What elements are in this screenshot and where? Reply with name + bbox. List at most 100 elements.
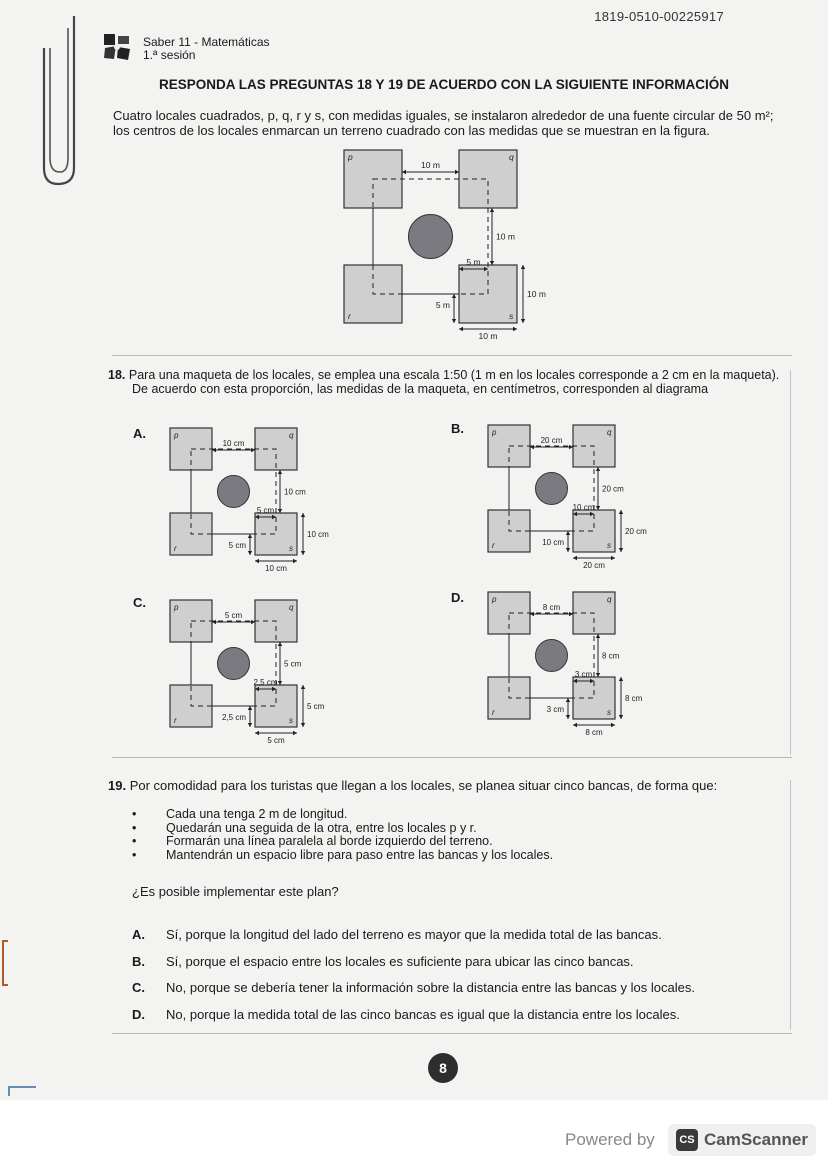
option-letter[interactable]: A.	[133, 426, 146, 441]
label-top: 5 cm	[225, 611, 243, 620]
document-id: 1819-0510-00225917	[594, 9, 724, 24]
option-letter[interactable]: C.	[133, 595, 146, 610]
arrow-head	[451, 294, 457, 298]
bracket-mark	[2, 940, 8, 986]
local-label: s	[289, 716, 293, 725]
option-letter: C.	[132, 980, 145, 996]
option-letter: B.	[132, 953, 145, 969]
fountain	[535, 472, 568, 505]
local-label: s	[607, 541, 611, 550]
label-gap-h: 3 cm	[575, 670, 593, 679]
local-label: s	[509, 311, 514, 321]
label-gap-h: 2,5 cm	[253, 678, 277, 687]
arrow-head	[569, 444, 573, 450]
label-gap-h: 10 cm	[573, 503, 595, 512]
option-text: Sí, porque la longitud del lado del terr…	[166, 927, 662, 942]
arrow-head	[573, 555, 577, 561]
option-letter[interactable]: D.	[451, 590, 464, 605]
arrow-head	[618, 677, 624, 681]
question-text: Para una maqueta de los locales, se empl…	[128, 368, 780, 382]
label-right-inner: 20 cm	[602, 485, 624, 494]
arrow-head	[489, 261, 495, 265]
label-top: 10 m	[421, 160, 440, 170]
divider	[112, 757, 792, 758]
label-gap-v: 3 cm	[547, 705, 565, 714]
arrow-head	[595, 506, 601, 510]
question-text: Por comodidad para los turistas que lleg…	[129, 778, 718, 793]
arrow-head	[255, 558, 259, 564]
divider	[112, 355, 792, 356]
arrow-head	[247, 551, 253, 555]
arrow-head	[255, 730, 259, 736]
local-label: p	[173, 603, 179, 612]
divider	[790, 780, 791, 1030]
arrow-head	[569, 611, 573, 617]
label-gap-v: 10 cm	[542, 538, 564, 547]
divider	[790, 370, 791, 755]
answer-option-c[interactable]: C. No, porque se debería tener la informa…	[132, 980, 695, 1007]
label-bottom: 8 cm	[585, 728, 603, 737]
arrow-head	[573, 678, 577, 684]
label-gap-v: 5 m	[436, 300, 450, 310]
option-text: Sí, porque el espacio entre los locales …	[166, 953, 634, 969]
answer-option-b[interactable]: B. Sí, porque el espacio entre los locale…	[132, 954, 695, 981]
local-label: q	[509, 152, 514, 162]
label-right-inner: 5 cm	[284, 660, 302, 669]
arrow-head	[272, 514, 276, 520]
label-gap-v: 5 cm	[229, 541, 247, 550]
arrow-head	[530, 611, 534, 617]
fountain	[408, 214, 453, 259]
fountain	[217, 647, 250, 680]
terrain-outline	[372, 178, 489, 295]
arrow-head	[618, 715, 624, 719]
question-prompt: ¿Es posible implementar este plan?	[132, 884, 339, 899]
label-gap-h: 5 cm	[257, 506, 275, 515]
arrow-head	[251, 619, 255, 625]
camscanner-badge: CS CamScanner	[668, 1124, 816, 1156]
arrow-head	[565, 531, 571, 535]
local-label: q	[607, 595, 612, 604]
local-label: p	[347, 152, 353, 162]
question-19: 19. Por comodidad para los turistas que …	[108, 778, 798, 793]
arrow-head	[293, 558, 297, 564]
list-item: Quedarán una seguida de la otra, entre l…	[132, 821, 553, 836]
label-right-inner: 8 cm	[602, 652, 620, 661]
arrow-head	[489, 208, 495, 212]
label-side: 5 cm	[307, 702, 325, 711]
exam-title: Saber 11 - Matemáticas 1.ª sesión	[143, 36, 270, 62]
option-text: No, porque la medida total de las cinco …	[166, 1007, 680, 1023]
label-gap-v: 2,5 cm	[222, 713, 246, 722]
arrow-head	[255, 514, 259, 520]
option-letter[interactable]: B.	[451, 421, 464, 436]
corner-mark	[8, 1086, 36, 1096]
answer-option-d[interactable]: D.No, porque la medida total de las cinc…	[132, 1007, 695, 1034]
answer-option-a[interactable]: A.Sí, porque la longitud del lado del te…	[132, 927, 695, 954]
arrow-head	[293, 730, 297, 736]
arrow-head	[455, 169, 459, 175]
arrow-head	[611, 722, 615, 728]
paper-clip-icon	[42, 16, 76, 186]
arrow-head	[618, 510, 624, 514]
local-label: q	[289, 431, 294, 440]
local-label: r	[174, 544, 177, 553]
label-bottom: 10 cm	[265, 564, 287, 573]
local-label: r	[492, 708, 495, 717]
local-label: r	[348, 311, 352, 321]
option-text: No, porque se debería tener la informaci…	[166, 980, 695, 996]
fountain	[217, 475, 250, 508]
label-bottom: 20 cm	[583, 561, 605, 570]
arrow-head	[247, 534, 253, 538]
local-label: q	[607, 428, 612, 437]
local-label: p	[491, 595, 497, 604]
arrow-head	[484, 266, 488, 272]
local-label: q	[289, 603, 294, 612]
camscanner-label: CamScanner	[704, 1130, 808, 1149]
arrow-head	[402, 169, 406, 175]
arrow-head	[590, 511, 594, 517]
label-side: 10 m	[527, 289, 546, 299]
exam-title-line1: Saber 11 - Matemáticas	[143, 35, 270, 49]
